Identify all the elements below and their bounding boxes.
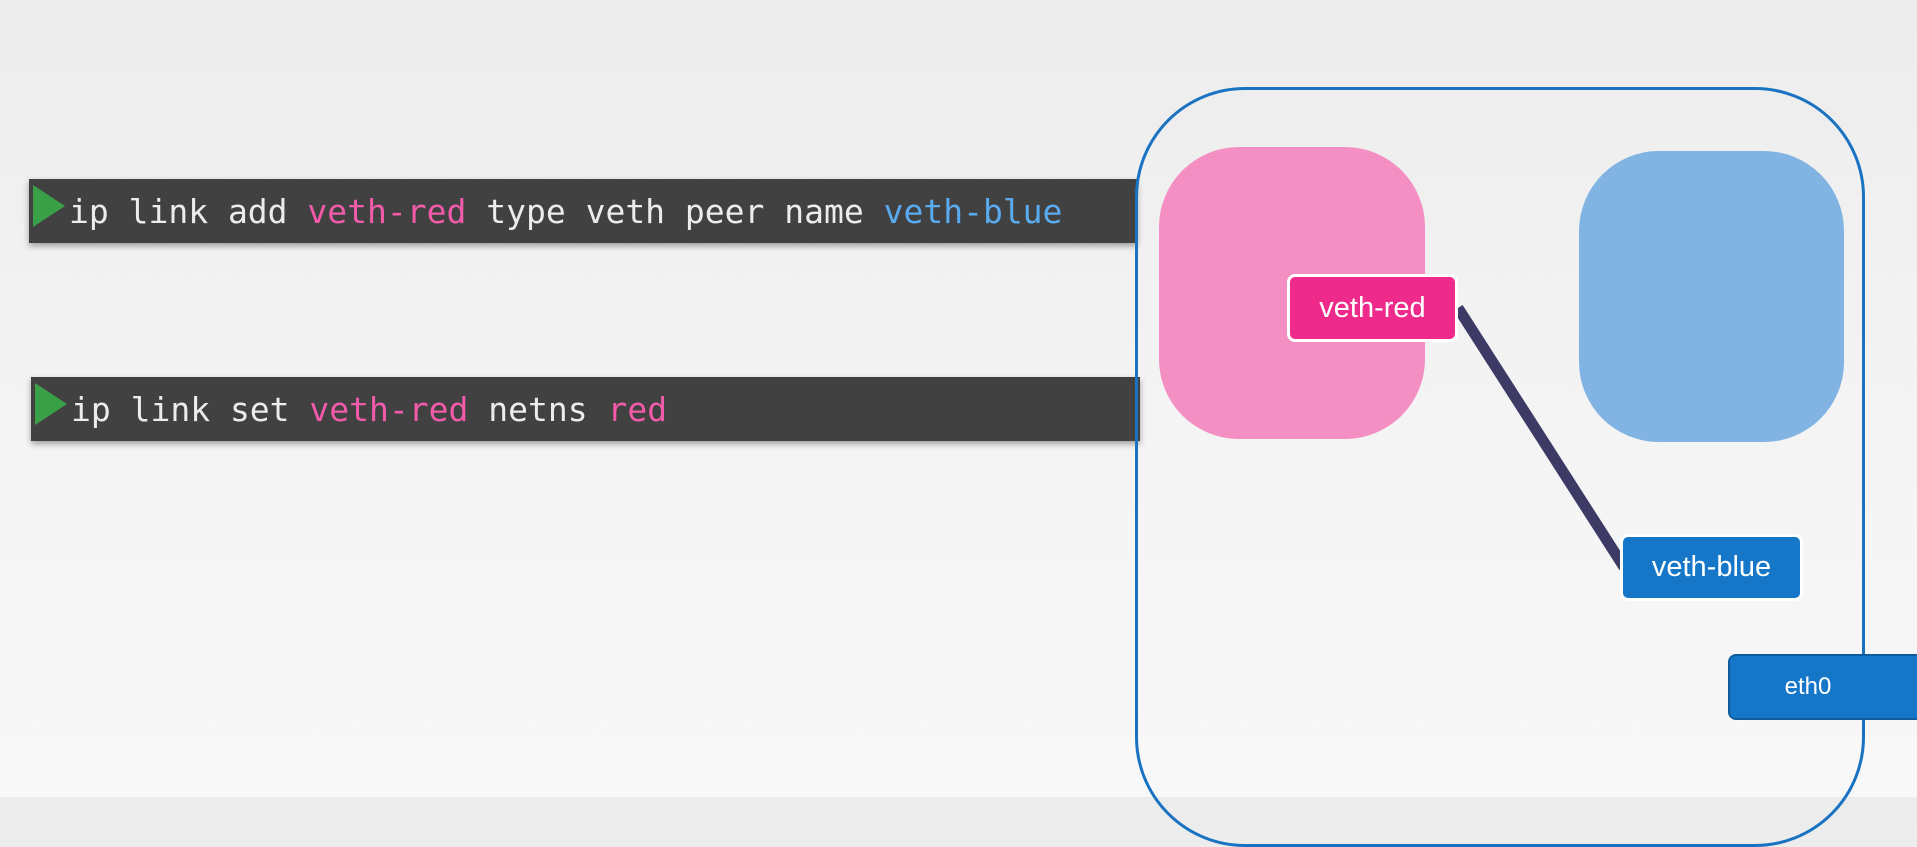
- prompt-play-icon: [35, 383, 67, 425]
- cmd1-segment: type veth peer name: [466, 192, 884, 231]
- cmd1-segment-veth-blue: veth-blue: [883, 192, 1063, 231]
- command-line-2: ip link set veth-red netns red: [31, 377, 1140, 441]
- prompt-play-icon: [33, 185, 65, 227]
- command-text-1: ip link add veth-red type veth peer name…: [69, 179, 1062, 243]
- command-text-2: ip link set veth-red netns red: [71, 377, 667, 441]
- veth-red-interface: veth-red: [1287, 274, 1458, 342]
- veth-pair-link: [1453, 305, 1629, 570]
- cmd2-segment-red: red: [607, 390, 668, 429]
- cmd1-segment-veth-red: veth-red: [307, 192, 467, 231]
- cmd2-segment-veth-red: veth-red: [309, 390, 469, 429]
- cmd2-segment: ip link set: [71, 390, 310, 429]
- veth-blue-interface: veth-blue: [1620, 534, 1803, 601]
- command-line-1: ip link add veth-red type veth peer name…: [29, 179, 1137, 243]
- blue-namespace: [1579, 151, 1844, 442]
- eth0-interface: eth0: [1728, 654, 1917, 720]
- cmd1-segment: ip link add: [69, 192, 308, 231]
- cmd2-segment: netns: [468, 390, 608, 429]
